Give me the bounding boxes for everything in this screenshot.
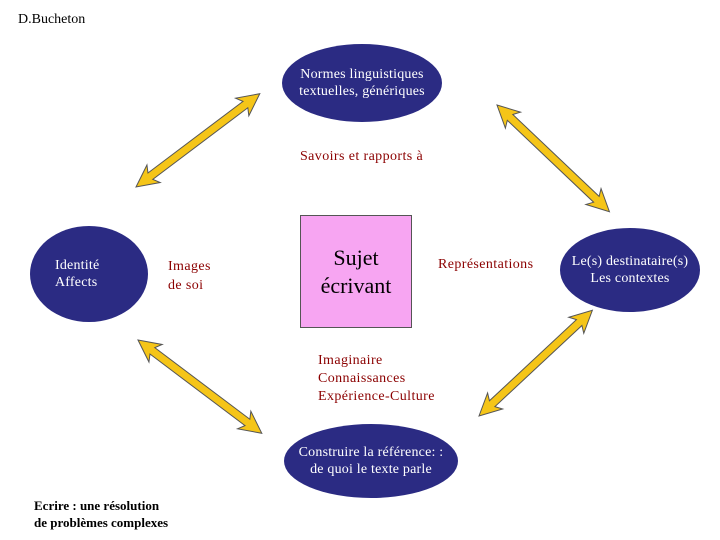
node-line: de quoi le texte parle [310,462,432,477]
arrow-bottom-right [470,301,601,425]
author-credit: D.Bucheton [18,12,86,27]
arrow-bottom-left [130,330,269,443]
representations-label: Représentations [438,257,534,272]
node-line: Normes linguistiques [300,67,424,82]
node-line: Le(s) destinataire(s) [571,254,689,269]
node-line: Affects [55,275,98,290]
footer-caption: Ecrire : une résolution de problèmes com… [34,497,168,531]
node-line: textuelles, génériques [299,84,425,99]
recipients-node: Le(s) destinataire(s) Les contextes [560,228,700,312]
images-line: Images [168,259,211,274]
images-label: Images de soi [168,257,211,295]
images-line: de soi [168,278,204,293]
culture-line: Imaginaire [318,353,383,368]
center-line: écrivant [320,272,392,298]
culture-line: Connaissances [318,371,406,386]
footer-line: de problèmes complexes [34,515,169,530]
node-line: Identité [55,258,100,273]
node-line: Les contextes [590,271,670,286]
linguistic-norms-node: Normes linguistiques textuelles, génériqu… [282,44,442,122]
culture-label: Imaginaire Connaissances Expérience-Cult… [318,352,435,406]
footer-line: Ecrire : une résolution [34,498,160,513]
arrow-top-right [488,96,618,221]
node-line: Construire la référence: : [298,445,444,460]
reference-node: Construire la référence: : de quoi le tex… [284,424,458,498]
arrow-top-left [128,84,267,197]
culture-line: Expérience-Culture [318,389,435,404]
savoirs-label: Savoirs et rapports à [300,149,424,164]
center-line: Sujet [333,244,379,270]
